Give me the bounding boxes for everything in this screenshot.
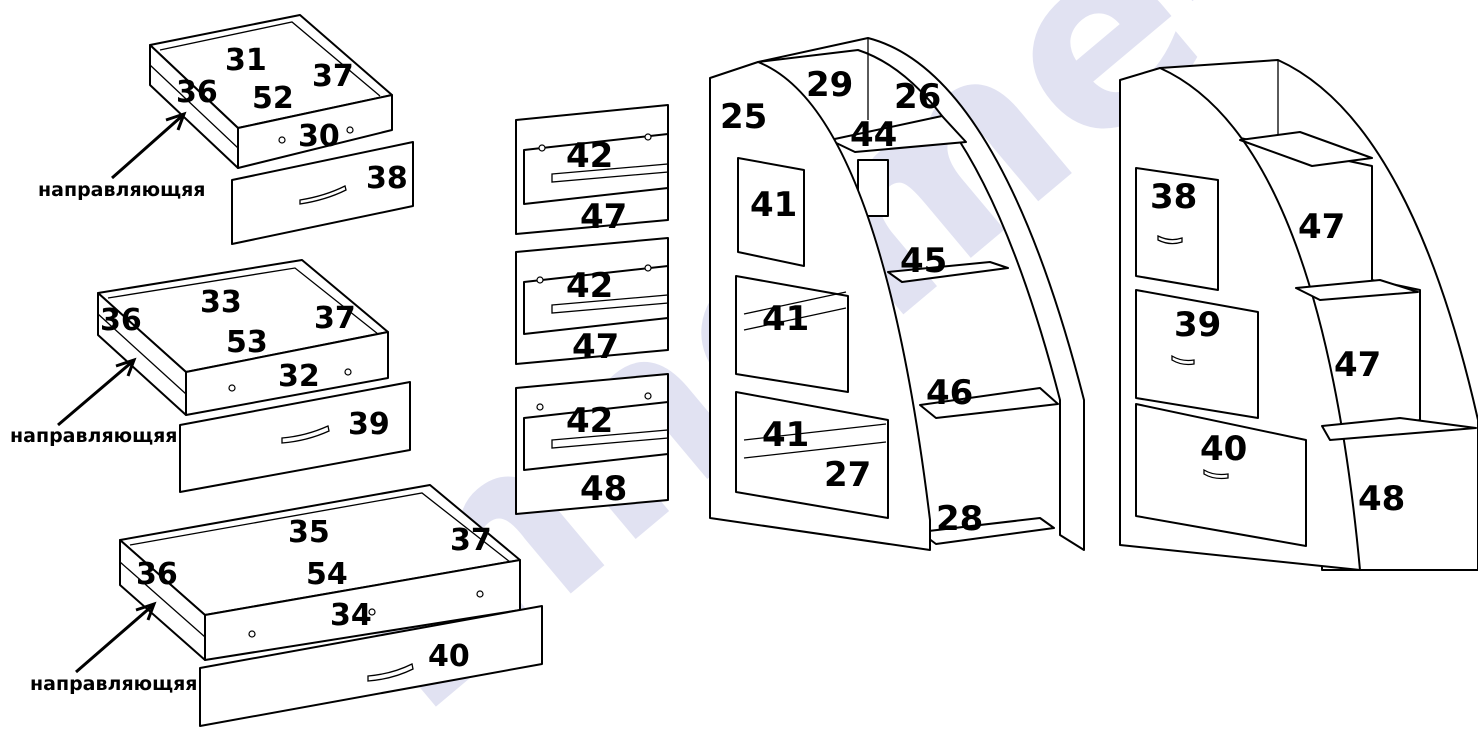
part-number: 41 — [750, 185, 797, 225]
drawer-facade — [179, 381, 411, 493]
part-number: 25 — [720, 97, 767, 137]
part-number: 33 — [200, 285, 242, 320]
part-number: 41 — [762, 415, 809, 455]
shelf — [829, 115, 967, 153]
part-number: 47 — [1298, 207, 1345, 247]
part-number: 47 — [580, 197, 627, 237]
part-number: 54 — [306, 557, 348, 592]
part-number: 40 — [1200, 429, 1247, 469]
guide-label: направляющяя — [30, 673, 198, 695]
part-number: 38 — [1150, 177, 1197, 217]
part-number: 30 — [298, 119, 340, 154]
guide-label: направляющяя — [38, 179, 206, 201]
guide-label: направляющяя — [10, 425, 178, 447]
drawer-facade — [199, 605, 543, 727]
part-number: 53 — [226, 325, 268, 360]
part-number: 31 — [225, 43, 267, 78]
part-number: 44 — [850, 115, 897, 155]
guide-arrow-icon — [75, 601, 157, 674]
shelf — [919, 387, 1059, 419]
part-number: 41 — [762, 299, 809, 339]
part-number: 48 — [580, 469, 627, 509]
part-number: 37 — [314, 301, 356, 336]
part-number: 38 — [366, 161, 408, 196]
frame-exploded: 25 29 26 44 45 46 28 27 41 41 41 — [709, 37, 1085, 551]
part-number: 28 — [936, 499, 983, 539]
part-number: 42 — [566, 266, 613, 306]
guide-arrow-icon — [111, 111, 187, 180]
part-number: 36 — [176, 75, 218, 110]
part-number: 36 — [136, 557, 178, 592]
part-number: 27 — [824, 455, 871, 495]
drawer-large: 35 37 36 54 34 40 направляющяя — [30, 484, 543, 727]
drawer-medium: 33 37 36 53 32 39 направляющяя — [10, 259, 411, 493]
assembled-unit: 38 39 40 47 47 48 — [1119, 59, 1478, 571]
part-number: 39 — [1174, 305, 1221, 345]
part-number: 40 — [428, 639, 470, 674]
part-number: 34 — [330, 598, 372, 633]
part-number: 45 — [900, 241, 947, 281]
part-number: 37 — [450, 523, 492, 558]
drawer-facade — [231, 141, 414, 245]
part-number: 32 — [278, 359, 320, 394]
part-number: 47 — [1334, 345, 1381, 385]
part-number: 47 — [572, 327, 619, 367]
drawer-facade — [1135, 167, 1219, 291]
part-number: 46 — [926, 373, 973, 413]
insert-panel-1: 42 47 — [515, 104, 669, 237]
part-number: 37 — [312, 59, 354, 94]
part-number: 48 — [1358, 479, 1405, 519]
part-number: 29 — [806, 65, 853, 105]
part-number: 36 — [100, 303, 142, 338]
part-number: 42 — [566, 136, 613, 176]
part-number: 35 — [288, 515, 330, 550]
part-number: 42 — [566, 401, 613, 441]
part-number: 26 — [894, 77, 941, 117]
part-number: 39 — [348, 407, 390, 442]
shelf — [887, 261, 1009, 283]
drawer-facade — [1135, 289, 1259, 419]
insert-panel-2: 42 47 — [515, 237, 669, 367]
insert-panel-3: 42 48 — [515, 373, 669, 515]
guide-arrow-icon — [57, 357, 137, 427]
drawer-small: 31 37 36 52 30 38 направляющяя — [38, 14, 414, 245]
part-number: 52 — [252, 81, 294, 116]
